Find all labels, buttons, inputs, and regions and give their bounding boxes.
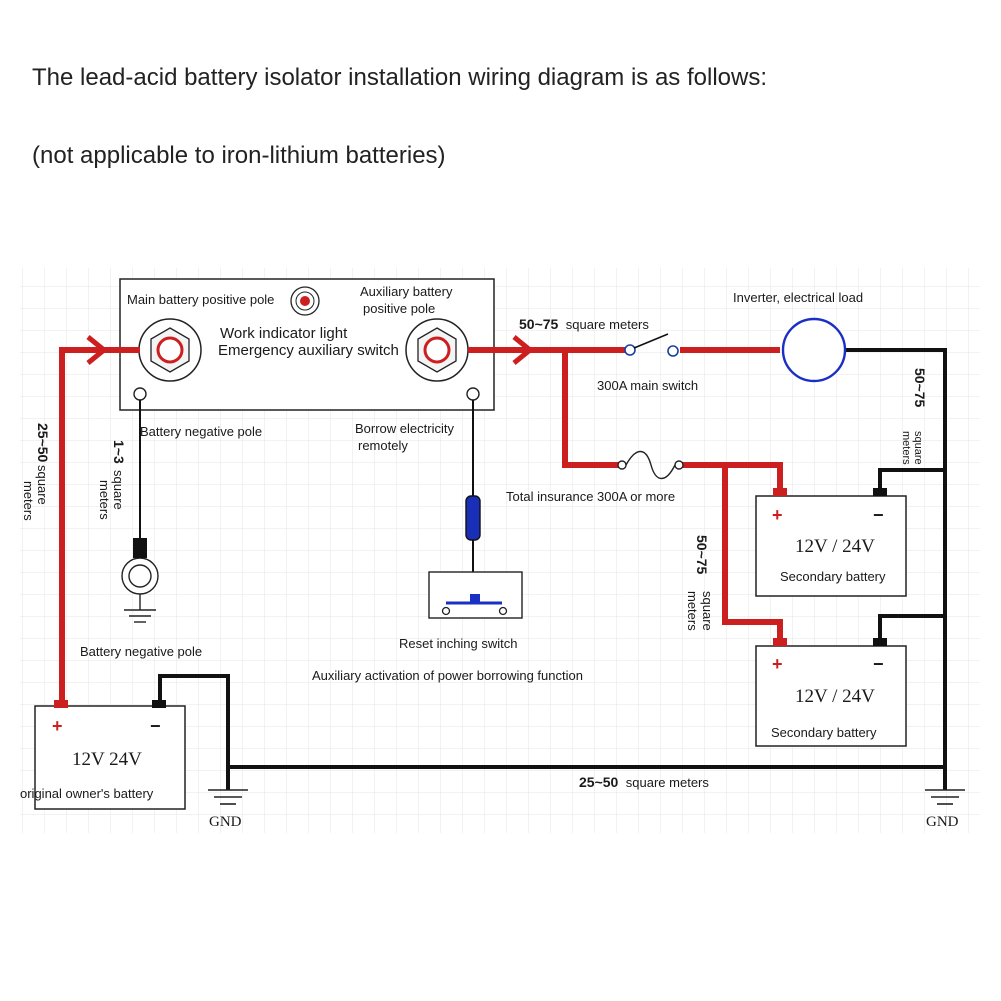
arrow-icon bbox=[86, 335, 108, 365]
battery-rating: 12V 24V bbox=[72, 749, 142, 770]
bottom-gauge-num: 25~50 bbox=[579, 774, 619, 790]
battery-rating: 12V / 24V bbox=[795, 686, 875, 707]
left-gauge-unit-1: square bbox=[35, 465, 50, 505]
plus-sign: + bbox=[52, 716, 63, 736]
fuse-label: Total insurance 300A or more bbox=[506, 489, 675, 504]
main-positive-label: Main battery positive pole bbox=[127, 292, 274, 307]
neg-gauge-num: 1~3 bbox=[111, 440, 127, 464]
borrow-label-1: Borrow electricity bbox=[355, 421, 454, 436]
main-positive-terminal-icon bbox=[138, 318, 202, 382]
main-gauge-label: 50~75 square meters bbox=[519, 316, 649, 333]
neg-gauge-label: 1~3 square meters bbox=[97, 440, 127, 520]
negative-post-icon bbox=[152, 700, 166, 708]
mid-gauge-unit-1: square bbox=[700, 591, 715, 631]
main-gauge-unit: square meters bbox=[566, 317, 650, 332]
left-gauge-label: 25~50 square meters bbox=[21, 423, 51, 521]
negative-pole-terminal-icon bbox=[133, 387, 147, 401]
neg-gauge-unit-2: meters bbox=[97, 480, 112, 520]
negative-post-icon bbox=[873, 638, 887, 646]
emergency-switch-label: Emergency auxiliary switch bbox=[218, 342, 399, 359]
left-gauge-unit-2: meters bbox=[21, 481, 36, 521]
negative-wires bbox=[158, 348, 947, 790]
reset-switch-icon bbox=[428, 571, 523, 619]
positive-post-icon bbox=[773, 488, 787, 496]
ground-right-icon bbox=[925, 789, 965, 805]
positive-post-icon bbox=[773, 638, 787, 646]
main-switch-label: 300A main switch bbox=[597, 378, 698, 393]
indicator-label: Work indicator light bbox=[220, 325, 348, 342]
minus-sign: − bbox=[150, 716, 161, 736]
negative-pole-icon bbox=[121, 538, 159, 623]
indicator-light-icon bbox=[290, 286, 320, 316]
gnd-left-label: GND bbox=[209, 814, 242, 830]
positive-wires bbox=[59, 347, 783, 706]
inline-fuse-icon bbox=[465, 495, 481, 541]
negative-pole-bottom-label: Battery negative pole bbox=[80, 644, 202, 659]
aux-positive-label-2: positive pole bbox=[363, 301, 435, 316]
neg-gauge-unit-1: square bbox=[111, 470, 126, 510]
battery-body bbox=[755, 645, 907, 747]
right-gauge-unit-2: meters bbox=[900, 431, 912, 465]
bottom-gauge-unit: square meters bbox=[626, 775, 710, 790]
reset-switch-label: Reset inching switch bbox=[399, 636, 518, 651]
isolator-unit: Main battery positive pole Auxiliary bat… bbox=[119, 278, 495, 411]
right-gauge-unit-1: square bbox=[912, 431, 924, 465]
wire-arrows bbox=[86, 335, 534, 365]
battery-name: Secondary battery bbox=[780, 569, 886, 584]
gnd-right-label: GND bbox=[926, 814, 959, 830]
battery-name: original owner's battery bbox=[20, 786, 154, 801]
ground-left-icon bbox=[208, 789, 248, 805]
inverter-load-icon bbox=[781, 317, 847, 383]
aux-positive-terminal-icon bbox=[405, 318, 469, 382]
secondary-battery-1: + − 12V / 24V Secondary battery bbox=[755, 488, 907, 597]
secondary-battery-2: + − 12V / 24V Secondary battery bbox=[755, 638, 907, 747]
main-gauge-num: 50~75 bbox=[519, 316, 559, 332]
mid-gauge-num: 50~75 bbox=[694, 535, 710, 575]
plus-sign: + bbox=[772, 654, 783, 674]
minus-sign: − bbox=[873, 654, 884, 674]
page-subtitle: (not applicable to iron-lithium batterie… bbox=[32, 142, 446, 169]
bottom-gauge-label: 25~50 square meters bbox=[579, 774, 709, 791]
fuse-icon bbox=[617, 450, 684, 480]
arrow-icon bbox=[512, 335, 534, 365]
negative-post-icon bbox=[873, 488, 887, 496]
battery-rating: 12V / 24V bbox=[795, 536, 875, 557]
right-gauge-num: 50~75 bbox=[912, 368, 928, 408]
control-wires bbox=[139, 400, 474, 572]
negative-pole-label: Battery negative pole bbox=[140, 424, 262, 439]
battery-body bbox=[755, 495, 907, 597]
page-title: The lead-acid battery isolator installat… bbox=[32, 64, 767, 91]
right-gauge-label: 50~75 square meters bbox=[900, 368, 928, 465]
main-switch-icon bbox=[624, 333, 679, 357]
battery-body bbox=[34, 705, 186, 810]
inverter-label: Inverter, electrical load bbox=[733, 290, 863, 305]
aux-positive-label-1: Auxiliary battery bbox=[360, 284, 453, 299]
original-battery: + − 12V 24V original owner's battery bbox=[20, 700, 186, 810]
aux-activation-label: Auxiliary activation of power borrowing … bbox=[312, 668, 583, 683]
left-gauge-num: 25~50 bbox=[35, 423, 51, 463]
minus-sign: − bbox=[873, 505, 884, 525]
plus-sign: + bbox=[772, 505, 783, 525]
borrow-label-2: remotely bbox=[358, 438, 408, 453]
mid-gauge-unit-2: meters bbox=[685, 591, 700, 631]
battery-name: Secondary battery bbox=[771, 725, 877, 740]
positive-post-icon bbox=[54, 700, 68, 708]
remote-terminal-icon bbox=[466, 387, 480, 401]
mid-gauge-label: 50~75 square meters bbox=[685, 535, 715, 631]
